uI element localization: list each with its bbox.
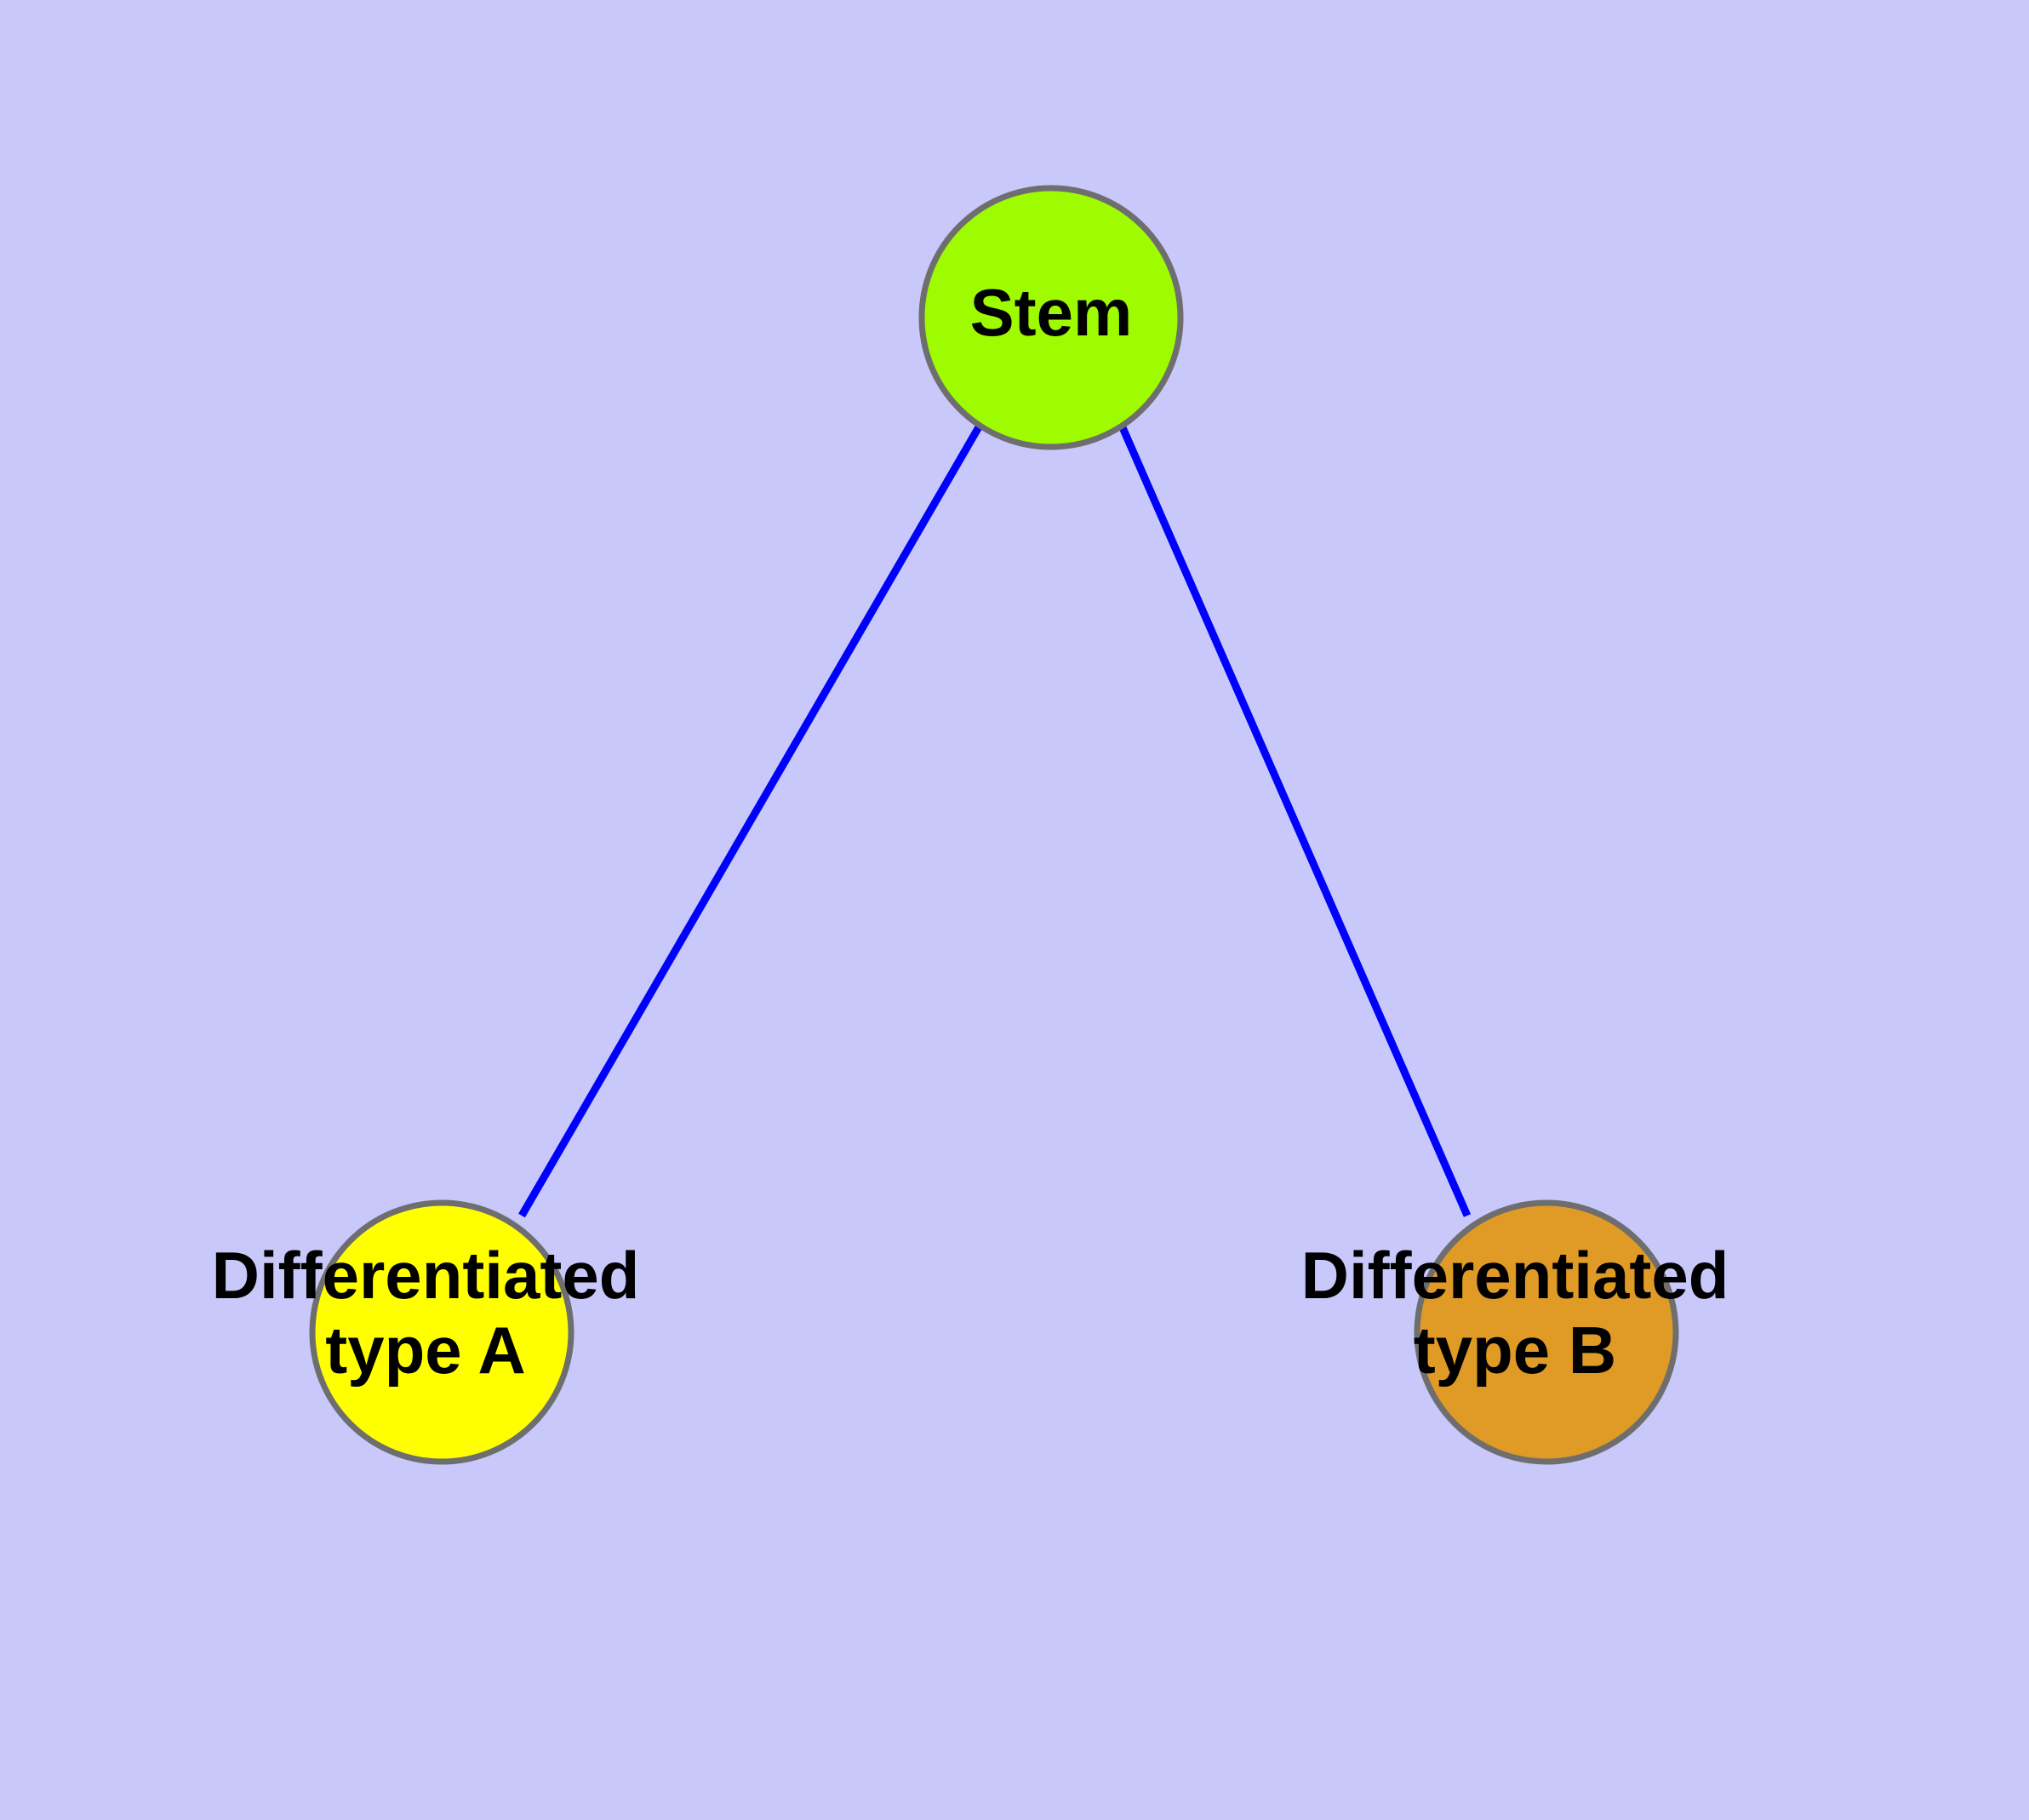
node-diff-type-a-circle[interactable] [309,1199,574,1465]
edge-stem-to-type-b[interactable] [1117,424,1472,1217]
node-label-line: Differentiated [212,1238,640,1313]
node-stem-label: Stem [970,275,1133,350]
node-label-line: type A [325,1313,526,1388]
edges-group [518,423,1472,1218]
node-label-line: Stem [970,275,1133,350]
node-label-line: type B [1414,1313,1616,1388]
edge-stem-to-type-a[interactable] [518,423,983,1218]
node-diff-type-b-circle[interactable] [1414,1199,1679,1465]
node-stem-circle[interactable] [918,185,1184,450]
node-stem[interactable]: Stem [918,185,1184,450]
node-label-line: Differentiated [1301,1238,1729,1313]
